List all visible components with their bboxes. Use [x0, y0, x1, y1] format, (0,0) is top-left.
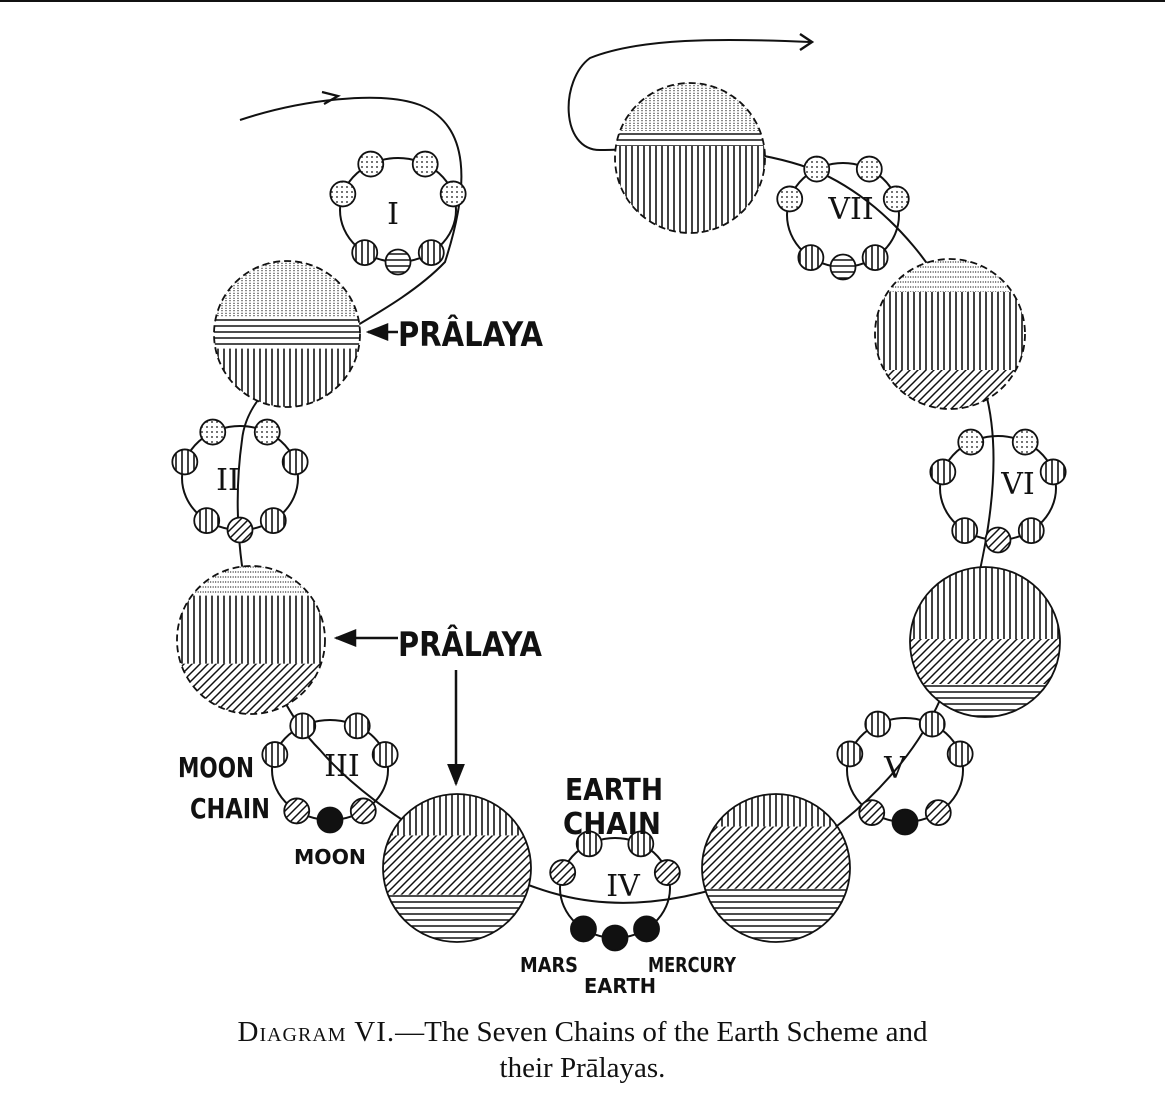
chain-2: II [171, 418, 309, 544]
chain-globe [289, 712, 317, 740]
chain-globe [984, 526, 1012, 554]
chain-globe [918, 710, 946, 738]
chain-globe [575, 830, 603, 858]
caption-title: Diagram VI. [237, 1016, 396, 1048]
chain-globe [882, 185, 910, 213]
chain-globe [417, 239, 445, 266]
diagram-caption-line1: Diagram VI.—The Seven Chains of the Eart… [0, 1016, 1165, 1049]
chain-globe [357, 150, 385, 178]
pralaya-globe [874, 258, 1026, 410]
chain-globe [371, 741, 399, 768]
chain-globe [316, 806, 344, 834]
pralaya-globe [614, 82, 766, 234]
chain-globe [226, 516, 254, 544]
chain-globe [855, 155, 883, 183]
moon-chain-label-line2: CHAIN [190, 792, 270, 825]
chain-globe [627, 830, 655, 858]
chain-globe [929, 458, 957, 486]
chain-globe [253, 418, 281, 446]
chain-globe [349, 797, 377, 825]
chain-globe [924, 799, 952, 826]
chain-globe [829, 253, 857, 281]
chain-globe [384, 248, 412, 276]
chain-globe [891, 808, 919, 836]
chain-3: III [261, 712, 399, 834]
chain-globe [861, 244, 889, 271]
chain-1-numeral: I [387, 197, 399, 232]
chain-2-numeral: II [216, 463, 240, 498]
earth-label: EARTH [584, 974, 656, 998]
chain-globe [1011, 428, 1039, 456]
chain-globe [281, 448, 309, 476]
spiral-end-arrow [799, 33, 815, 51]
moon-chain-label-line1: MOON [178, 751, 254, 784]
earth-chain-label-line1: EARTH [565, 773, 663, 808]
pralaya-globe [213, 260, 361, 408]
chain-4: IV [549, 830, 681, 952]
chain-globe [1039, 458, 1067, 486]
chain-globe [601, 924, 629, 952]
earth-chain-label-line2: CHAIN [563, 807, 661, 842]
pralaya-globe [176, 565, 326, 715]
chain-globe [957, 428, 985, 456]
diagram-caption-line2: their Prālayas. [0, 1052, 1165, 1085]
moon-label: MOON [294, 845, 366, 869]
chain-globe [1017, 517, 1045, 544]
chain-globe [570, 915, 597, 943]
diagram-labels: PRÂLAYA PRÂLAYA MOON CHAIN MOON EARTH CH… [178, 314, 736, 998]
pralaya-label-2: PRÂLAYA [398, 624, 543, 665]
pralaya-globe [701, 793, 851, 943]
pralaya-globe [382, 793, 532, 943]
chain-globe [439, 180, 467, 208]
chain-globe [836, 740, 864, 768]
chain-globe [633, 915, 660, 943]
chain-globe [951, 517, 979, 544]
pralaya-arrows [333, 323, 465, 787]
chain-6-numeral: VI [1000, 467, 1035, 502]
spiral-start-arrow [321, 90, 341, 105]
mercury-label: MERCURY [648, 953, 736, 977]
chain-globe [946, 740, 974, 768]
chain-globe [259, 507, 287, 534]
chain-6: VI [929, 428, 1067, 554]
chain-globe [411, 150, 439, 178]
chain-globe [797, 244, 825, 271]
chain-globe [653, 859, 681, 886]
chain-globe [776, 185, 804, 213]
pralaya-label-1: PRÂLAYA [398, 314, 544, 355]
chain-7-numeral: VII [827, 192, 873, 227]
chain-globe [864, 710, 892, 738]
chain-globe [193, 507, 221, 534]
chain-globe [343, 712, 371, 740]
chain-globe [351, 239, 379, 266]
chain-5-numeral: V [883, 751, 907, 786]
chain-1: I [329, 150, 467, 276]
chain-globe [803, 155, 831, 183]
mars-label: MARS [520, 953, 578, 977]
caption-text-line1: —The Seven Chains of the Earth Scheme an… [395, 1016, 928, 1048]
chain-globe [199, 418, 227, 446]
pralaya-globe [909, 566, 1061, 718]
chain-globe [261, 741, 289, 768]
chain-globe [858, 799, 886, 826]
chain-globe [171, 448, 199, 476]
caption-text-line2: their Prālayas. [499, 1052, 666, 1084]
chain-4-numeral: IV [606, 869, 641, 904]
chain-globe [283, 797, 311, 825]
chain-globe [329, 180, 357, 208]
chain-globe [549, 859, 577, 886]
chain-3-numeral: III [324, 749, 360, 784]
chain-7: VII [776, 155, 910, 281]
chain-5: V [836, 710, 974, 836]
